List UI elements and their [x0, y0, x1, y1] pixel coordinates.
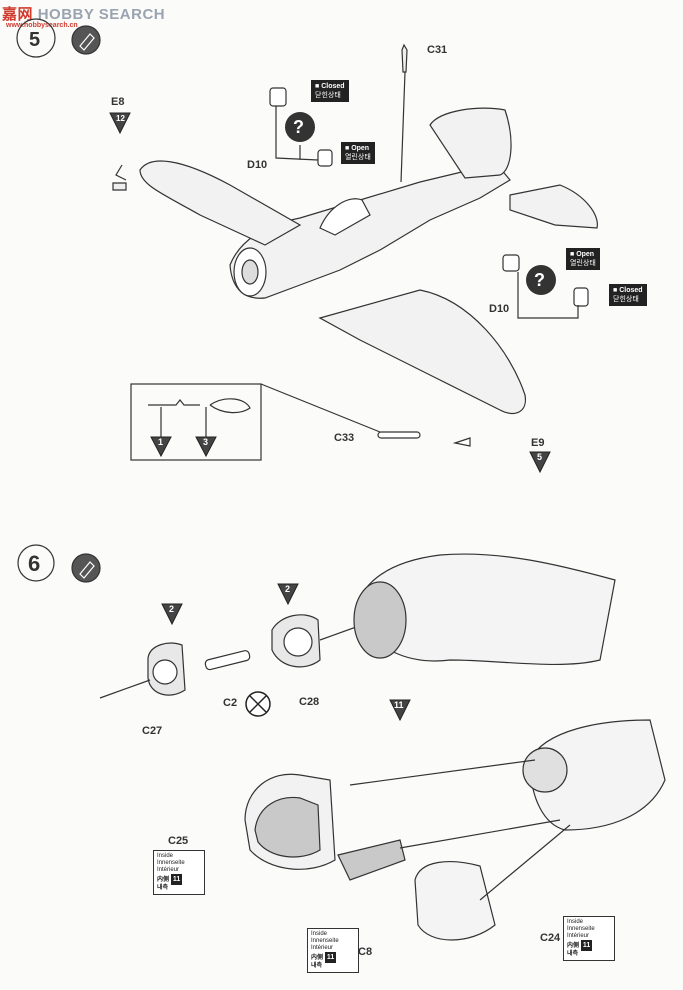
- rocket-inset-box: [130, 383, 262, 461]
- step-5-circle: [16, 18, 56, 58]
- part-c2: [204, 650, 251, 671]
- part-e9: [452, 437, 471, 447]
- ref-triangle-inset-left: [150, 436, 172, 458]
- part-c33: [377, 431, 421, 439]
- glue-icon: [71, 25, 101, 55]
- choice-mark-upper: [285, 112, 315, 142]
- ref-triangle-c27: [161, 603, 183, 626]
- ref-cowl: 11: [394, 700, 404, 710]
- part-d10-closed-upper: [269, 87, 287, 107]
- label-c31: C31: [427, 44, 448, 56]
- part-d10-closed-lower: [573, 287, 589, 307]
- glue-icon: [71, 553, 101, 583]
- choice-mark-lower: [526, 265, 556, 295]
- ref-inset-right: 3: [203, 437, 209, 447]
- ref-triangle-cowl: [389, 699, 411, 722]
- watermark-logo: 嘉网 HOBBY SEARCH: [2, 6, 166, 23]
- watermark-site: www.hobbysearch.cn: [6, 22, 78, 29]
- label-e8: E8: [111, 96, 125, 108]
- aircraft-left-wing: [139, 160, 302, 246]
- firewall: [353, 581, 407, 659]
- label-d10-lower: D10: [489, 303, 510, 315]
- ref-e8: 12: [116, 114, 125, 123]
- aircraft-tail: [429, 107, 512, 179]
- ref-e9: 5: [537, 452, 543, 462]
- label-c27: C27: [142, 725, 163, 737]
- label-c25: C25: [168, 835, 189, 847]
- label-c28: C28: [299, 696, 320, 708]
- ref-c27: 2: [169, 604, 175, 614]
- ref-triangle-e9: [529, 451, 551, 474]
- aircraft-right-wing: [318, 289, 527, 415]
- fuselage-nose: [354, 553, 616, 666]
- label-d10-upper: D10: [247, 159, 268, 171]
- choice-mark-upper-text: ?: [293, 117, 304, 137]
- choice-mark-lower-text: ?: [534, 270, 545, 290]
- label-c2: C2: [223, 697, 238, 709]
- part-c24: [414, 861, 496, 941]
- ref-c28: 2: [285, 584, 291, 594]
- ref-triangle-c28: [277, 583, 299, 606]
- part-c8: [337, 839, 406, 881]
- ref-inset-left: 1: [158, 437, 164, 447]
- label-e9: E9: [531, 437, 545, 449]
- label-c33: C33: [334, 432, 355, 444]
- step-6-number: 6: [28, 551, 41, 576]
- label-c8: C8: [358, 946, 373, 958]
- label-c24: C24: [540, 932, 561, 944]
- part-d10-open-lower: [502, 254, 520, 272]
- step-6-circle: [17, 544, 55, 582]
- step-5-number: 5: [29, 29, 41, 51]
- part-d10-open-upper: [317, 149, 333, 167]
- part-c31: [401, 43, 408, 73]
- fuselage-engine-assembly: [529, 719, 666, 831]
- ref-triangle-e8: [109, 112, 131, 135]
- ref-triangle-inset-right: [195, 436, 217, 458]
